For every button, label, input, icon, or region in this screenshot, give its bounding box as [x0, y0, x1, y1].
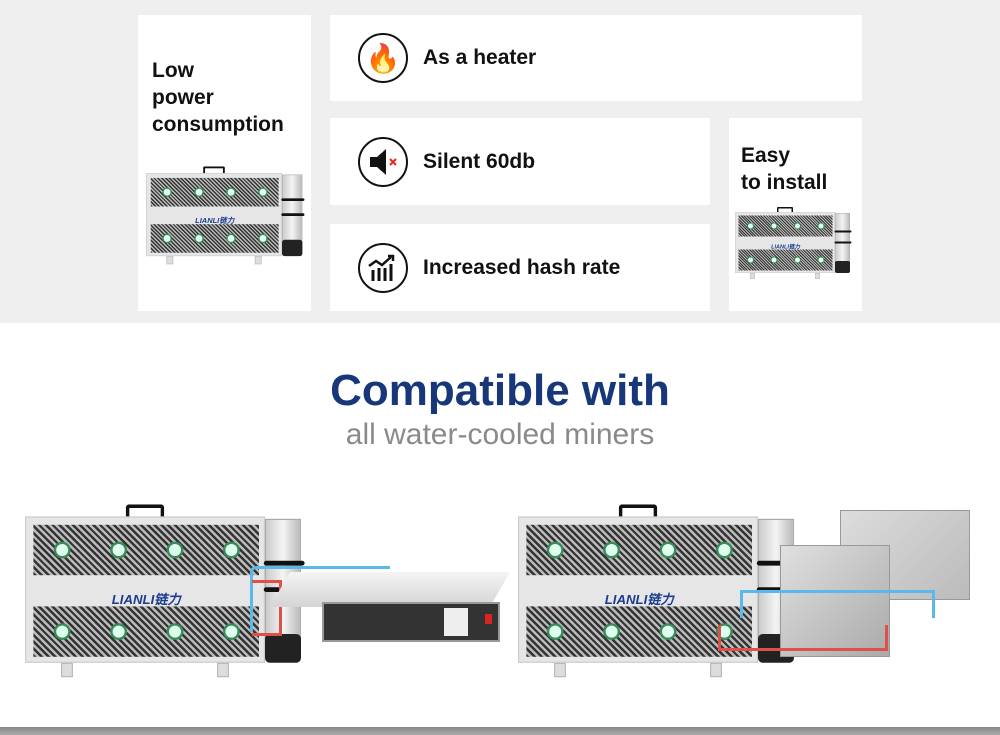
foot — [166, 256, 174, 265]
headline-subtitle: all water-cooled miners — [345, 418, 655, 451]
fan-icon — [222, 541, 240, 559]
foot — [554, 662, 566, 678]
fan-icon — [746, 256, 754, 264]
fan-icon — [602, 623, 620, 640]
fan-grill — [33, 524, 260, 576]
brand-logo: LIANLI链力 — [604, 593, 674, 608]
handle — [777, 207, 793, 213]
low-power-card: Low power consumption LIANLI链力 — [138, 15, 311, 311]
hash-rate-card: Increased hash rate — [330, 224, 710, 311]
low-power-label: Low power consumption — [152, 57, 284, 138]
foot — [815, 273, 820, 279]
fan-icon — [161, 233, 172, 244]
mute-speaker-icon — [358, 136, 408, 187]
radiator-image: LIANLI链力 — [25, 502, 313, 682]
server-front — [322, 602, 500, 642]
low-power-line: power — [152, 86, 214, 109]
heater-card: 🔥 As a heater — [330, 15, 862, 101]
silent-label: Silent 60db — [423, 149, 536, 173]
power-switch — [485, 614, 492, 624]
hot-pipe — [252, 580, 282, 636]
fan-icon — [257, 187, 268, 197]
bottom-bar — [0, 727, 1000, 735]
cold-pipe — [250, 566, 390, 632]
pump-base — [835, 261, 850, 273]
fan-grill — [33, 606, 260, 657]
handle — [203, 166, 225, 174]
handle — [618, 504, 658, 518]
fan-icon — [770, 256, 778, 264]
pump-base — [282, 239, 303, 257]
foot — [750, 273, 755, 279]
pump-base — [265, 634, 301, 663]
heater-label: As a heater — [423, 46, 537, 69]
radiator-body: LIANLI链力 — [735, 212, 835, 273]
brand-logo: LIANLI链力 — [111, 593, 181, 608]
low-power-line: Low — [152, 59, 194, 82]
cold-pipe — [740, 590, 935, 618]
fan-icon — [166, 623, 183, 640]
easy-install-label: Easy to install — [741, 142, 827, 196]
fan-icon — [770, 222, 778, 230]
miner-front — [780, 545, 890, 657]
radiator-body: LIANLI链力 — [146, 173, 282, 257]
easy-install-card: Easy to install LIANLI链力 — [729, 118, 862, 311]
fan-icon — [546, 623, 563, 640]
fan-icon — [225, 233, 236, 244]
pump — [281, 174, 305, 250]
fan-icon — [109, 623, 127, 640]
fan-icon — [746, 222, 754, 230]
fan-grill — [738, 215, 833, 237]
hot-pipe — [718, 625, 888, 651]
fan-icon — [817, 256, 825, 264]
fan-icon — [193, 187, 204, 197]
fire-icon: 🔥 — [358, 33, 408, 83]
rising-chart-icon — [358, 242, 408, 293]
easy-install-line: Easy — [741, 144, 791, 167]
fan-icon — [602, 541, 620, 559]
radiator-image: LIANLI链力 — [146, 165, 309, 267]
easy-install-line: to install — [741, 171, 828, 194]
fan-icon — [546, 541, 563, 559]
fan-icon — [53, 623, 70, 640]
fan-icon — [817, 222, 825, 230]
server-label — [444, 608, 468, 636]
silent-card: Silent 60db — [330, 118, 710, 205]
handle — [125, 504, 165, 518]
foot — [217, 662, 230, 678]
fan-icon — [715, 541, 733, 559]
low-power-line: consumption — [152, 113, 284, 136]
hash-rate-label: Increased hash rate — [423, 255, 621, 279]
brand-logo: LIANLI链力 — [771, 244, 800, 250]
brand-logo: LIANLI链力 — [195, 216, 235, 225]
foot — [254, 256, 262, 265]
fan-grill — [738, 249, 833, 271]
fan-icon — [166, 541, 183, 559]
fan-icon — [659, 541, 676, 559]
fan-icon — [53, 541, 70, 559]
fan-icon — [222, 623, 240, 640]
fan-grill — [526, 606, 752, 657]
fan-icon — [793, 256, 801, 264]
fan-icon — [257, 233, 268, 244]
fan-icon — [109, 541, 127, 559]
fan-icon — [193, 233, 204, 244]
fan-icon — [225, 187, 236, 197]
foot — [61, 662, 73, 678]
pump — [834, 213, 852, 268]
headline-title: Compatible with — [330, 366, 670, 415]
radiator-body: LIANLI链力 — [25, 516, 265, 663]
fan-icon — [161, 187, 172, 197]
fan-icon — [793, 222, 801, 230]
fan-icon — [659, 623, 676, 640]
foot — [710, 662, 722, 678]
fan-grill — [150, 177, 279, 207]
radiator-image: LIANLI链力 — [735, 206, 855, 281]
fan-grill — [526, 524, 752, 576]
fan-grill — [150, 224, 279, 253]
